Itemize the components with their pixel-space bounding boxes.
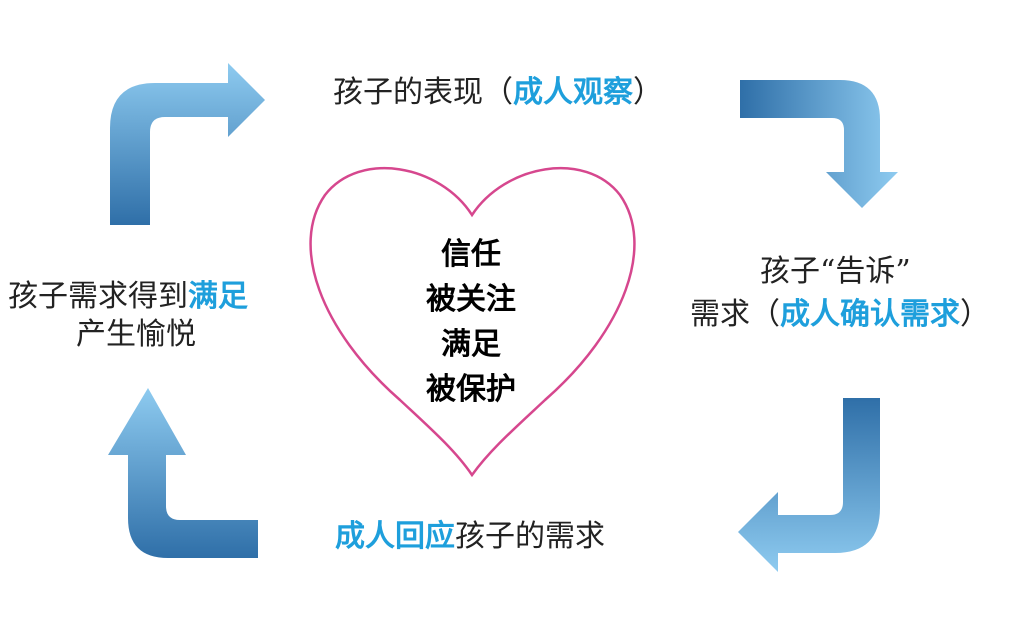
cycle-step-tell-accent: 成人确认需求 [780, 297, 960, 332]
cycle-step-satisfied-accent: 满足 [188, 279, 248, 314]
heart-text-trust: 信任 [441, 237, 501, 272]
cycle-step-tell-line1: 孩子“告诉” [760, 254, 911, 289]
cycle-step-satisfied-line1: 孩子需求得到满足 [8, 282, 248, 312]
cycle-step-tell-line2: 需求（成人确认需求） [690, 300, 990, 330]
cycle-step-respond: 成人回应孩子的需求 [335, 522, 605, 552]
cycle-step-tell-prefix: 需求（ [690, 297, 780, 332]
heart-shape [309, 166, 636, 478]
heart-text-protection: 被保护 [426, 372, 516, 407]
cycle-step-observe-prefix: 孩子的表现（ [333, 75, 513, 110]
arrow-bottom-left [108, 388, 258, 558]
arrow-top-right [740, 80, 898, 208]
cycle-step-observe-suffix: ） [633, 75, 663, 110]
cycle-step-satisfied-line2: 产生愉悦 [76, 317, 196, 352]
heart-text-attention: 被关注 [426, 282, 516, 317]
arrow-bottom-right [738, 398, 880, 572]
heart-text-satisfaction: 满足 [441, 327, 501, 362]
cycle-step-observe-accent: 成人观察 [513, 75, 633, 110]
cycle-step-satisfied-prefix: 孩子需求得到 [8, 279, 188, 314]
cycle-step-respond-accent: 成人回应 [335, 519, 455, 554]
cycle-step-observe: 孩子的表现（成人观察） [333, 78, 663, 108]
arrow-top-left [110, 63, 265, 225]
cycle-step-respond-suffix: 孩子的需求 [455, 519, 605, 554]
cycle-step-tell-suffix: ） [960, 297, 990, 332]
